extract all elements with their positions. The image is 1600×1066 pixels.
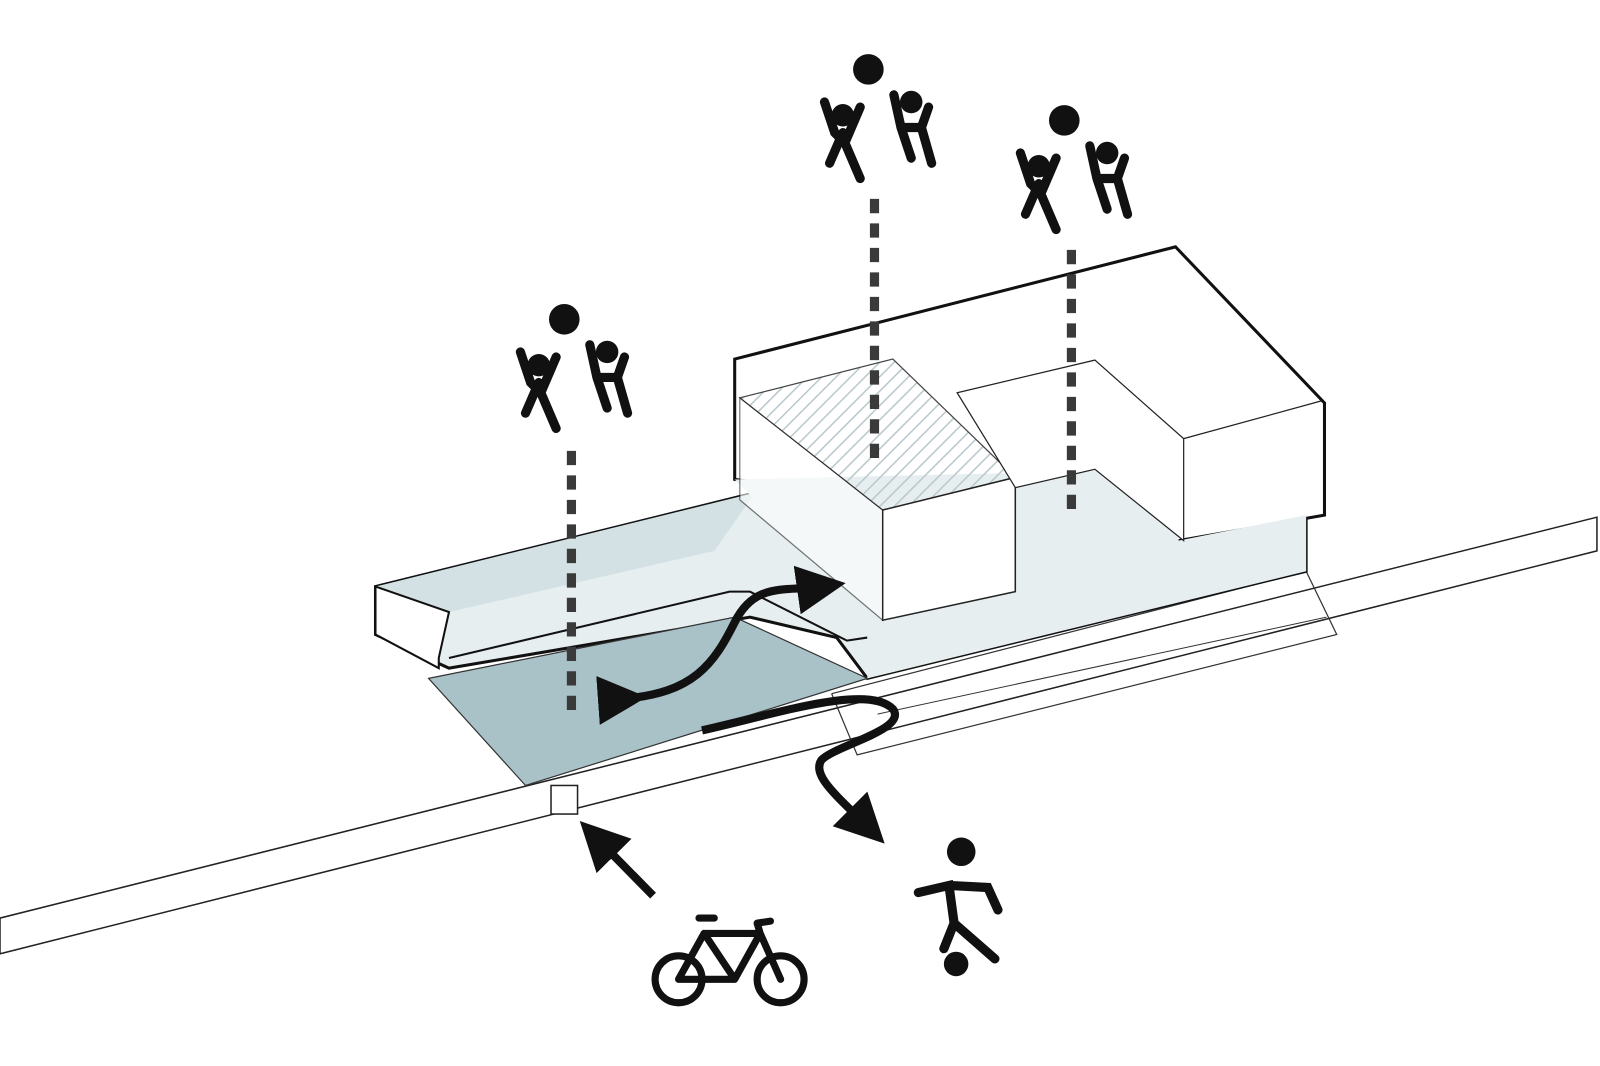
street-strip xyxy=(0,516,1598,955)
ball-icon xyxy=(853,54,884,85)
ball-icon xyxy=(548,303,580,335)
arrow-icon xyxy=(579,821,656,899)
double-curved-arrow xyxy=(596,565,846,725)
s-curve-arrow xyxy=(701,695,900,844)
ball-icon xyxy=(1048,105,1080,136)
child-kicking-ball-icon xyxy=(913,837,1003,977)
ramp-lines xyxy=(831,570,1338,756)
bicycle-icon xyxy=(651,914,808,1007)
children-playing-icon xyxy=(515,54,1133,434)
ball-icon xyxy=(943,951,969,977)
bollard xyxy=(550,784,579,815)
